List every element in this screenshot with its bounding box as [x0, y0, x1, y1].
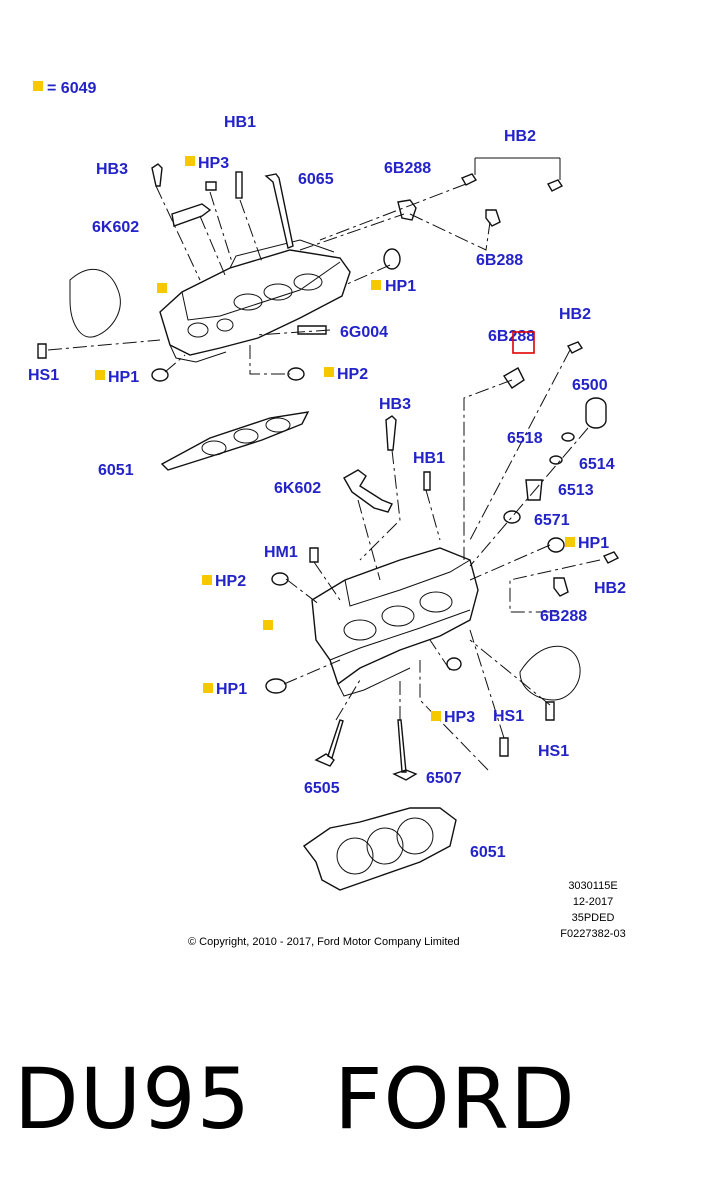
callout-hb1-top: HB1: [224, 114, 256, 131]
callout-hb3-mid: HB3: [379, 396, 411, 413]
marker-lower-head: [263, 620, 273, 630]
valve-6507: [392, 719, 418, 781]
callout-6b288-a: 6B288: [384, 160, 431, 177]
callout-6513: 6513: [558, 482, 594, 499]
highlight-box: [512, 331, 535, 354]
marker-hp2-b: [202, 575, 212, 585]
head-gasket-6051-b: [303, 807, 457, 891]
bolt-hb2-top-b: [546, 179, 564, 192]
washer-6571: [503, 510, 521, 524]
sensor-6k602-top: [171, 203, 212, 227]
callout-hp2-a: HP2: [337, 366, 368, 383]
bolt-hb3-top: [151, 163, 163, 187]
bolt-hb1-mid: [423, 471, 431, 491]
valve-6505: [314, 719, 344, 767]
callout-6505: 6505: [304, 780, 340, 797]
plug-hp3-low: [446, 657, 462, 671]
exploded-parts-diagram: = 6049: [28, 80, 626, 948]
callout-hp1-b: HP1: [108, 369, 139, 386]
marker-group: [95, 156, 575, 721]
callout-6500: 6500: [572, 377, 608, 394]
callout-hb2-low: HB2: [594, 580, 626, 597]
callout-6b288-highlight: 6B288: [488, 328, 535, 345]
callout-hs1-left: HS1: [28, 367, 59, 384]
bolt-hb1-top: [235, 171, 243, 199]
plug-hp1-a: [383, 248, 401, 270]
callout-hp1-d: HP1: [216, 681, 247, 698]
sensor-6b288-c: [553, 577, 569, 597]
plug-hp2-b: [271, 572, 289, 586]
callout-6g004: 6G004: [340, 324, 388, 341]
marker-upper-head: [157, 283, 167, 293]
marker-hp1-a: [371, 280, 381, 290]
callout-hs1-b: HS1: [538, 743, 569, 760]
bolt-hs1-left: [37, 343, 47, 359]
bolt-hs1-a: [499, 737, 509, 757]
sensor-6g004: [297, 325, 327, 335]
plug-hp3-top: [205, 181, 217, 191]
exhaust-gasket-upper: [69, 269, 121, 338]
callout-6051-a: 6051: [98, 462, 134, 479]
bolt-6065: [264, 173, 294, 249]
spring-6513: [525, 479, 543, 501]
marker-hp3-top: [185, 156, 195, 166]
callout-6518: 6518: [507, 430, 543, 447]
marker-hp3-low: [431, 711, 441, 721]
sensor-6b288-a: [397, 199, 417, 221]
callout-hp1-a: HP1: [385, 278, 416, 295]
callout-6571: 6571: [534, 512, 570, 529]
bolt-hb2-low: [602, 551, 620, 564]
callout-6507: 6507: [426, 770, 462, 787]
dowel-hm1: [309, 547, 319, 563]
callout-hm1: HM1: [264, 544, 298, 561]
callout-hb1-mid: HB1: [413, 450, 445, 467]
callout-hb2-top: HB2: [504, 128, 536, 145]
callout-6514: 6514: [579, 456, 615, 473]
marker-hp1-c: [565, 537, 575, 547]
callout-hb3-top: HB3: [96, 161, 128, 178]
meta-figure: F0227382-03: [560, 928, 625, 940]
callout-6b288-c: 6B288: [540, 608, 587, 625]
callout-6b288-b: 6B288: [476, 252, 523, 269]
marker-hp1-d: [203, 683, 213, 693]
callout-6051-b: 6051: [470, 844, 506, 861]
exhaust-gasket-lower: [519, 645, 581, 701]
sensor-6k602-mid: [343, 469, 393, 513]
bolt-hb2-top-a: [460, 173, 478, 186]
meta-code: 3030115E: [568, 880, 617, 892]
sensor-6b288-hl: [503, 367, 525, 389]
callout-6k602-mid: 6K602: [274, 480, 321, 497]
keeper-6518: [561, 432, 575, 442]
sensor-6b288-b: [485, 209, 501, 227]
callout-hp3-top: HP3: [198, 155, 229, 172]
bolt-hb2-mid: [566, 341, 584, 354]
marker-hp2-a: [324, 367, 334, 377]
meta-engine: 35PDED: [572, 912, 615, 924]
hb2-bracket: [474, 157, 561, 180]
marker-hp1-b: [95, 370, 105, 380]
plug-hp1-b: [151, 368, 169, 382]
plug-hp1-d: [265, 678, 287, 694]
bolt-hs1-b: [545, 701, 555, 721]
meta-date: 12-2017: [573, 896, 613, 908]
plug-hp2-a: [287, 367, 305, 381]
bolt-hb3-mid: [385, 415, 397, 451]
caption-text: DU95 FORD: [14, 1050, 576, 1148]
head-gasket-6051-a: [160, 411, 310, 471]
callout-6065: 6065: [298, 171, 334, 188]
callout-hb2-mid: HB2: [559, 306, 591, 323]
copyright-notice: © Copyright, 2010 - 2017, Ford Motor Com…: [188, 936, 460, 948]
upper-cylinder-head: [159, 239, 351, 363]
callout-6k602-top: 6K602: [92, 219, 139, 236]
callout-hp2-b: HP2: [215, 573, 246, 590]
callout-hp1-c: HP1: [578, 535, 609, 552]
callout-hs1-a: HS1: [493, 708, 524, 725]
plug-hp1-c: [547, 537, 565, 553]
legend-marker: [33, 81, 43, 91]
lower-cylinder-head: [311, 547, 479, 697]
callout-hp3-low: HP3: [444, 709, 475, 726]
lifter-6500: [585, 397, 607, 429]
legend-label: = 6049: [47, 80, 96, 97]
seal-6514: [549, 455, 563, 465]
